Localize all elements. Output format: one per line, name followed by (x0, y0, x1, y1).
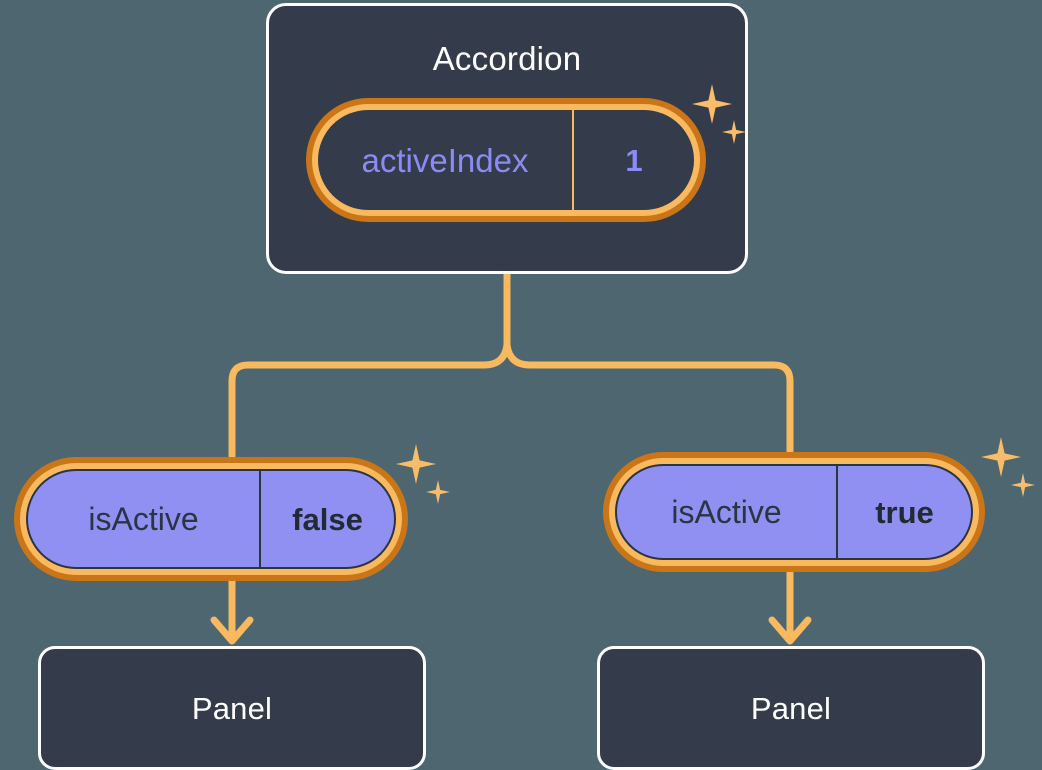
connector-branch-right (503, 341, 794, 457)
connector-arrow-left-head (210, 616, 254, 645)
connector-arrow-right-head (768, 616, 812, 645)
component-title: Accordion (432, 40, 582, 77)
prop-pill-is-active-right[interactable]: isActive true (603, 452, 985, 572)
component-node-panel-left[interactable]: Panel (38, 646, 426, 770)
prop-key-label: isActive (28, 471, 261, 567)
state-pill-ring: activeIndex 1 (312, 104, 700, 216)
prop-value-label: false (292, 501, 363, 537)
connector-branch-left (228, 341, 511, 462)
prop-pill-ring: isActive true (609, 458, 979, 566)
component-title: Panel (750, 690, 832, 726)
prop-pill-body: isActive false (26, 469, 396, 569)
sparkle-star-small-icon (426, 480, 450, 504)
prop-pill-ring: isActive false (20, 463, 402, 575)
component-node-panel-right[interactable]: Panel (597, 646, 985, 770)
sparkle-star-small-icon (1011, 473, 1035, 497)
state-value-label: 1 (625, 142, 643, 178)
sparkle-star-large-icon (981, 437, 1021, 477)
component-title: Panel (191, 690, 273, 726)
prop-value-label: true (875, 494, 934, 530)
sparkle-group-right (981, 437, 1042, 517)
prop-key-label: isActive (617, 466, 838, 558)
prop-pill-body: isActive true (615, 464, 973, 560)
sparkle-star-large-icon (396, 444, 436, 484)
state-pill-active-index[interactable]: activeIndex 1 (306, 98, 706, 222)
state-key-label: activeIndex (318, 110, 574, 210)
state-pill-body: activeIndex 1 (318, 110, 694, 210)
prop-pill-is-active-left[interactable]: isActive false (14, 457, 408, 581)
